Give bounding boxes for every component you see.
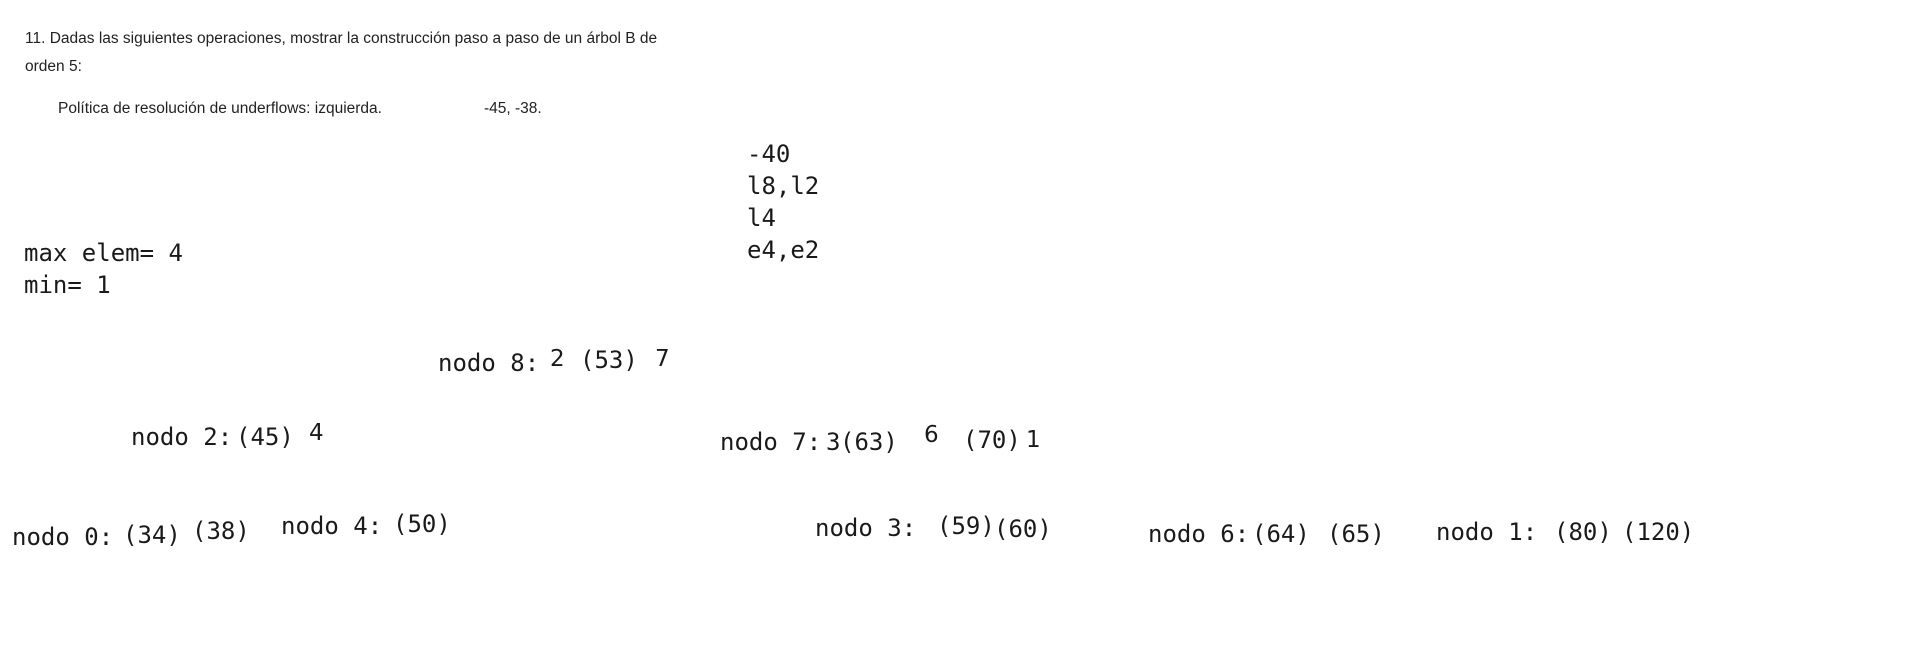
operations-list: -45, -38. (484, 100, 542, 117)
operation-step: -40 (747, 140, 791, 168)
node-0-key-1: (34) (123, 521, 181, 549)
node-3-key-1: (59) (937, 512, 995, 540)
node-2-label: nodo 2: (131, 423, 233, 451)
max-elements-note: max elem= 4 (24, 239, 183, 267)
operation-steps: -40 l8,l2 l4 e4,e2 (747, 138, 819, 266)
operation-step: l8,l2 (747, 172, 820, 200)
node-4-keys: (50) (393, 510, 451, 538)
node-1-label: nodo 1: (1436, 518, 1538, 546)
node-8-label: nodo 8: (438, 349, 540, 377)
node-6-label: nodo 6: (1148, 520, 1250, 548)
node-1-key-1: (80) (1554, 518, 1612, 546)
node-7-middle-pointer: 6 (924, 422, 939, 448)
node-1-key-2: (120) (1622, 518, 1695, 546)
node-8-right-pointer: 7 (655, 346, 670, 372)
node-0-label: nodo 0: (12, 523, 114, 551)
min-elements-note: min= 1 (24, 271, 111, 299)
operation-step: e4,e2 (747, 236, 820, 264)
node-3-key-2: (60) (994, 515, 1052, 543)
node-2-right-pointer: 4 (309, 420, 324, 446)
node-4-label: nodo 4: (281, 512, 383, 540)
node-8-keys: (53) (580, 346, 638, 374)
node-3-label: nodo 3: (815, 514, 917, 542)
node-2-keys: (45) (236, 423, 294, 451)
node-6-key-1: (64) (1252, 520, 1310, 548)
node-0-key-2: (38) (192, 517, 250, 545)
exercise-statement-line2: orden 5: (25, 58, 82, 75)
node-6-key-2: (65) (1327, 520, 1385, 548)
node-7-right-pointer: 1 (1026, 427, 1041, 453)
node-8-left-pointer: 2 (550, 346, 565, 372)
node-7-key-2: (70) (963, 426, 1021, 454)
operation-step: l4 (747, 204, 776, 232)
exercise-statement-line1: 11. Dadas las siguientes operaciones, mo… (25, 30, 658, 47)
underflow-policy: Política de resolución de underflows: iz… (58, 100, 382, 117)
node-7-left-pointer: 3 (826, 428, 841, 456)
node-7-label: nodo 7: (720, 428, 822, 456)
node-7-key-1: (63) (840, 428, 898, 456)
